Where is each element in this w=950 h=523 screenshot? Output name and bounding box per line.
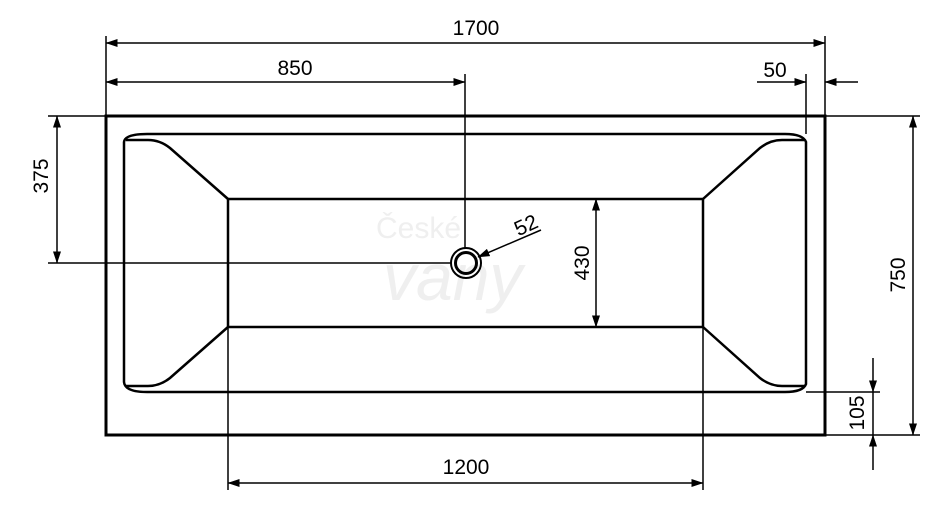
watermark-line2: vany: [383, 240, 526, 314]
inner-basin: [122, 132, 808, 394]
label-overall-length: 1700: [453, 17, 500, 40]
dimension-labels: 1700 850 50 52 375 430 750 105 1200: [30, 17, 910, 479]
label-drain-offset-x: 850: [277, 57, 312, 80]
label-inner-floor-width: 430: [571, 245, 594, 280]
label-drain-diameter: 52: [511, 210, 542, 241]
dimension-lines: [53, 39, 917, 487]
dim-line-drain-diameter: [477, 229, 542, 258]
extension-lines: [48, 36, 920, 490]
basin-slope-top-left: [126, 138, 229, 200]
label-inner-floor-length: 1200: [443, 456, 490, 479]
label-rim-bottom: 105: [846, 395, 869, 430]
label-rim-right: 50: [763, 59, 786, 82]
label-overall-width: 750: [887, 257, 910, 292]
basin-slope-bottom-left: [126, 326, 229, 388]
label-drain-offset-y: 375: [30, 158, 53, 193]
basin-slope-bottom-right: [702, 326, 804, 388]
basin-slope-top-right: [702, 138, 804, 200]
watermark-line1: České: [376, 211, 461, 245]
drain-inner: [454, 251, 478, 275]
